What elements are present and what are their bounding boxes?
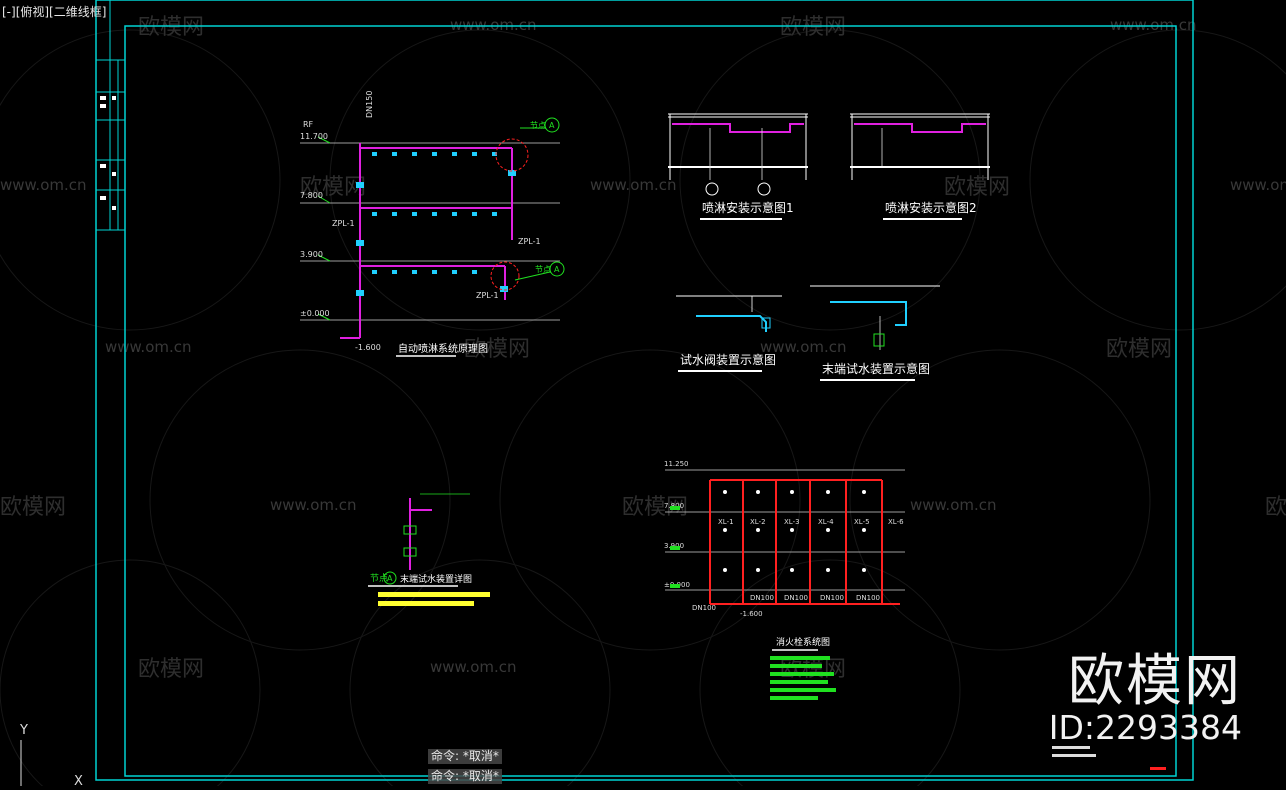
- watermark-logo: 欧模网: [1106, 337, 1172, 362]
- node-label: 节点: [530, 121, 546, 130]
- hydrant-pipe-size: DN100: [750, 594, 774, 602]
- node-detail-diagram[interactable]: A 节点 末端试水装置详图: [368, 493, 490, 606]
- install-diagram-2[interactable]: 喷淋安装示意图2: [850, 113, 990, 220]
- hydrant-elev-base: -1.600: [740, 610, 763, 618]
- ucs-y-axis-label: Y: [20, 723, 28, 738]
- watermark-logo: 欧模网: [0, 495, 66, 520]
- corner-notes: [1052, 746, 1166, 770]
- ucs-x-axis-label: X: [74, 774, 83, 789]
- hydrant-pipe-size: DN100: [820, 594, 844, 602]
- title-install-1: 喷淋安装示意图1: [702, 200, 794, 215]
- title-node-detail: 末端试水装置详图: [400, 573, 472, 585]
- elevation-roof: 11.700: [300, 132, 328, 141]
- viewport-label[interactable]: [-][俯视][二维线框]: [2, 5, 107, 19]
- title-install-2: 喷淋安装示意图2: [885, 200, 977, 215]
- watermark-logo: 欧模网: [300, 175, 366, 200]
- watermark-logo: 欧模网: [780, 657, 846, 682]
- hydrant-pipe-label: XL-1: [718, 518, 734, 526]
- hydrant-pipe-size: DN100: [856, 594, 880, 602]
- elevation-roof-level: RF: [303, 120, 314, 129]
- watermark-id: ID:2293384: [1048, 708, 1242, 747]
- watermark-site: www.om.cn: [270, 496, 357, 514]
- watermark-site: www.om.cn: [590, 176, 677, 194]
- watermark-logo: 欧模网: [138, 657, 204, 682]
- hydrant-pipe-label: XL-6: [888, 518, 904, 526]
- hydrant-pipe-label: XL-5: [854, 518, 870, 526]
- hydrant-pipe-label: XL-4: [818, 518, 834, 526]
- pipe-label-zpl: ZPL-1: [476, 291, 499, 300]
- node-letter: A: [549, 121, 555, 130]
- elevation-second: 3.900: [300, 250, 323, 259]
- pipe-label-main: DN150: [365, 91, 374, 118]
- hydrant-system-diagram[interactable]: XL-1 XL-2 XL-3 XL-4 XL-5 XL-6 11.250 7.8…: [664, 460, 905, 700]
- watermark-site: www.om.cn: [1230, 176, 1286, 194]
- pipe-label-zpl: ZPL-1: [332, 219, 355, 228]
- test-valve-diagram[interactable]: 试水阀装置示意图: [676, 295, 782, 372]
- watermark-logo: 欧模网: [780, 15, 846, 40]
- pipe-label-zpl: ZPL-1: [518, 237, 541, 246]
- title-test-valve: 试水阀装置示意图: [680, 352, 776, 367]
- elevation-third: 7.800: [300, 191, 323, 200]
- hydrant-pipe-label: XL-3: [784, 518, 800, 526]
- node-label: 节点: [535, 265, 551, 274]
- node-letter: A: [387, 574, 393, 583]
- node-letter: A: [554, 265, 560, 274]
- watermark-logo: 欧模网: [944, 175, 1010, 200]
- command-history-line: 命令: *取消*: [428, 769, 502, 784]
- watermark-site: www.om.cn: [450, 16, 537, 34]
- node-label: 节点: [370, 573, 388, 584]
- end-test-diagram[interactable]: 末端试水装置示意图: [810, 285, 940, 381]
- watermark-logo: 欧模网: [138, 15, 204, 40]
- install-diagram-1[interactable]: 喷淋安装示意图1: [668, 113, 808, 220]
- elevation-ground: ±0.000: [300, 309, 330, 318]
- title-end-test: 末端试水装置示意图: [822, 361, 930, 376]
- hydrant-pipe-size: DN100: [784, 594, 808, 602]
- watermark-site: www.om.cn: [105, 338, 192, 356]
- title-hydrant-system: 消火栓系统图: [776, 636, 830, 648]
- watermark-logo: 欧模网: [464, 337, 530, 362]
- hydrant-elev-top: 11.250: [664, 460, 689, 468]
- watermark-site: www.om.cn: [760, 338, 847, 356]
- hydrant-pipe-size: DN100: [692, 604, 716, 612]
- watermark-big-logo: 欧模网: [1068, 649, 1242, 714]
- watermark-site: www.om.cn: [1110, 16, 1197, 34]
- frame-title-block-marks: [100, 96, 116, 210]
- watermark-site: www.om.cn: [430, 658, 517, 676]
- drawing-frame: [95, 0, 1194, 781]
- title-sprinkler-system: 自动喷淋系统原理图: [398, 342, 488, 355]
- elevation-base: -1.600: [355, 343, 381, 352]
- command-history-line: 命令: *取消*: [428, 749, 502, 764]
- hydrant-pipe-label: XL-2: [750, 518, 766, 526]
- watermark-site: www.om.cn: [910, 496, 997, 514]
- watermark-layer: www.om.cn www.om.cn www.om.cn www.om.cn …: [0, 15, 1286, 790]
- watermark-logo: 欧模网: [1265, 495, 1286, 520]
- sprinkler-system-diagram[interactable]: 节点 A 节点 A RF 11.700 7.800 3.900 ±0.000 -…: [300, 91, 565, 357]
- watermark-site: www.om.cn: [0, 176, 87, 194]
